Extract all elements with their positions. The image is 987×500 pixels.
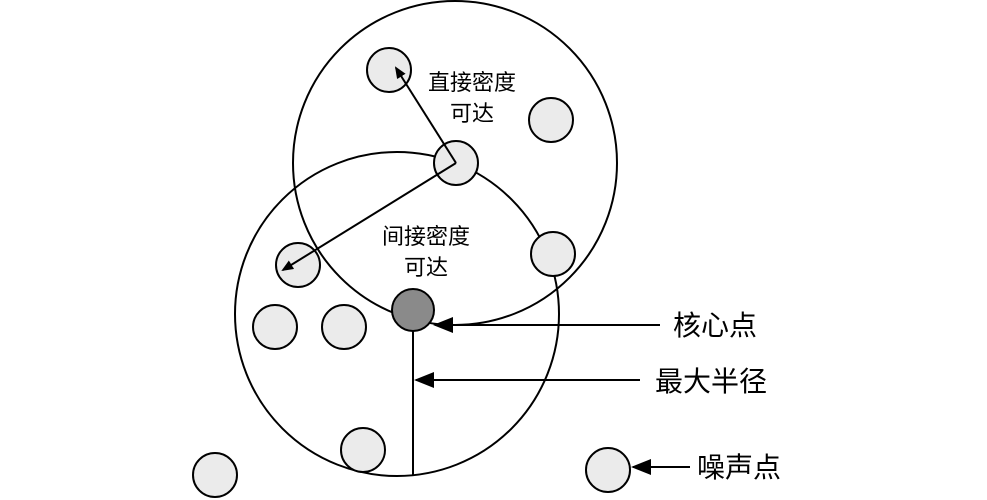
data-point [366, 47, 412, 93]
data-point [275, 242, 321, 288]
indirect-reach-arrow [281, 162, 457, 272]
max-radius-label: 最大半径 [655, 365, 767, 398]
noise-point [192, 452, 238, 498]
noise-point-label: 噪声点 [697, 451, 781, 484]
data-point [252, 304, 298, 350]
data-point [528, 97, 574, 143]
direct-reach-label-line2: 可达 [450, 102, 494, 127]
noise-point [585, 447, 631, 493]
data-point [340, 427, 386, 473]
data-point [530, 231, 576, 277]
core-point-label: 核心点 [673, 309, 757, 342]
neighborhood-circle-lower [234, 151, 560, 477]
direct-reach-arrow [394, 66, 457, 164]
data-point [321, 304, 367, 350]
core-point [391, 288, 435, 332]
indirect-reach-label-line2: 可达 [404, 256, 448, 281]
direct-reach-label-line1: 直接密度 [428, 71, 516, 96]
indirect-reach-label-line1: 间接密度 [382, 225, 470, 250]
